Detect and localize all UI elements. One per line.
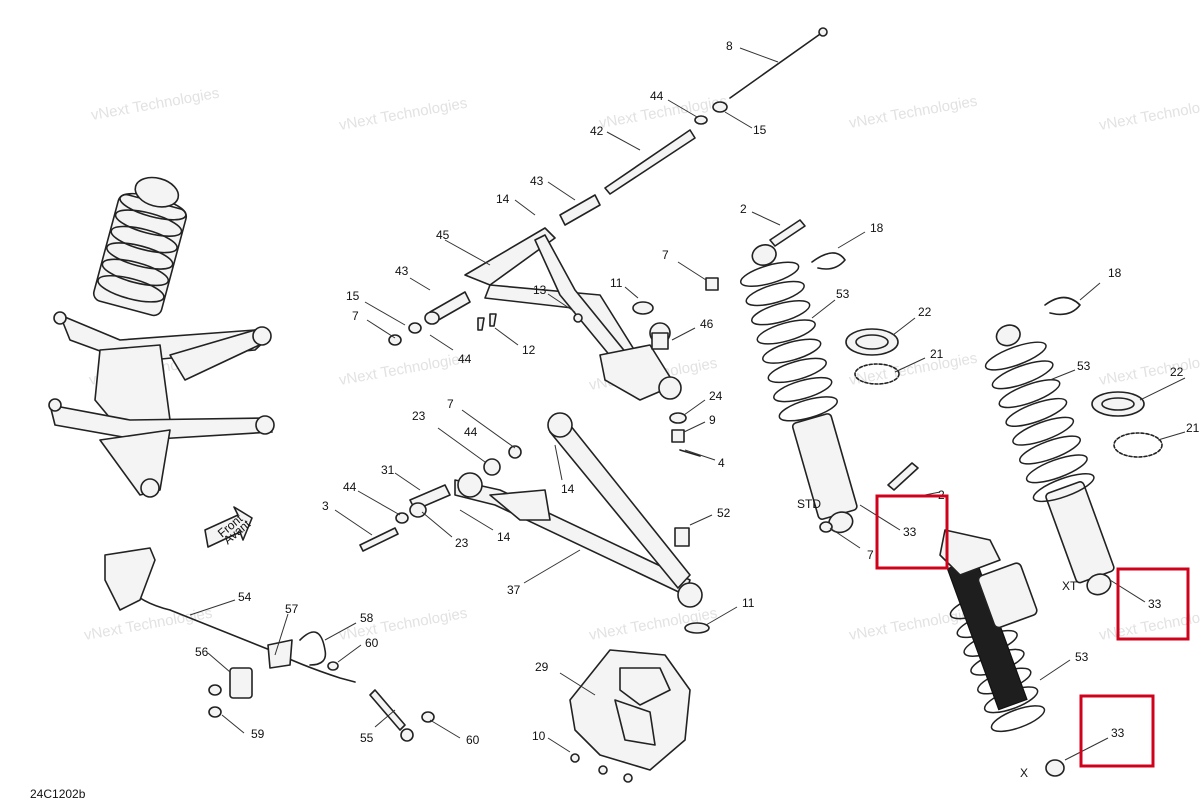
watermark: vNext Technologies [1098,350,1200,389]
callout-56: 56 [195,645,209,659]
callout-44: 44 [458,352,472,366]
callout-10: 10 [532,729,546,743]
watermark: vNext Technologies [848,605,979,644]
watermark: vNext Technologies [338,95,469,134]
callout-23: 23 [412,409,426,423]
watermark: vNext Technologies [338,605,469,644]
xt-shock [984,296,1163,596]
callout-43: 43 [395,264,409,278]
callout-58: 58 [360,611,374,625]
callout-33: 33 [1111,726,1125,740]
highlight-33-std[interactable]: 33 [875,494,949,570]
callout-55: 55 [360,731,374,745]
callout-52: 52 [717,506,731,520]
callout-33: 33 [903,525,917,539]
callout-3: 3 [322,499,329,513]
std-shock [739,219,919,534]
callout-22: 22 [1170,365,1184,379]
callout-53: 53 [836,287,850,301]
callout-44: 44 [650,89,664,103]
upper-hardware [388,27,828,457]
callout-9: 9 [709,413,716,427]
x-shock [939,529,1065,777]
callout-57: 57 [285,602,299,616]
variant-label-x: X [1020,766,1028,780]
callout-31: 31 [381,463,395,477]
watermark: vNext Technologies [90,85,221,124]
callouts: 8 44 15 42 43 14 2 18 45 7 53 43 15 11 1… [195,39,1200,780]
callout-24: 24 [709,389,723,403]
callout-4: 4 [718,456,725,470]
leader-lines [189,47,1186,761]
callout-53: 53 [1075,650,1089,664]
callout-12: 12 [522,343,536,357]
callout-11: 11 [742,596,755,610]
callout-44: 44 [464,425,478,439]
callout-14: 14 [496,192,510,206]
watermark: vNext Technologies [83,605,214,644]
callout-46: 46 [700,317,714,331]
highlight-box [1116,567,1190,641]
callout-37: 37 [507,583,521,597]
variant-label-std: STD [797,497,821,511]
callout-53: 53 [1077,359,1091,373]
callout-18: 18 [870,221,884,235]
callout-54: 54 [238,590,252,604]
callout-7: 7 [447,397,454,411]
callout-60: 60 [365,636,379,650]
callout-2: 2 [740,202,747,216]
sway-bar [104,547,435,742]
callout-13: 13 [533,283,547,297]
skid-plate [569,649,691,783]
callout-21: 21 [930,347,944,361]
variant-label-xt: XT [1062,579,1078,593]
callout-11: 11 [610,276,623,290]
highlight-33-xt[interactable]: 33 [1116,567,1190,641]
callout-7: 7 [352,309,359,323]
callout-7: 7 [867,548,874,562]
callout-18: 18 [1108,266,1122,280]
callout-59: 59 [251,727,265,741]
highlight-box [1079,694,1155,768]
diagram-code: 24C1202b [30,787,86,801]
front-direction-arrow: Front Avant [204,506,254,548]
callout-21: 21 [1186,421,1200,435]
callout-15: 15 [346,289,360,303]
callout-23: 23 [455,536,469,550]
callout-45: 45 [436,228,450,242]
callout-43: 43 [530,174,544,188]
callout-44: 44 [343,480,357,494]
callout-33: 33 [1148,597,1162,611]
callout-14: 14 [561,482,575,496]
upper-a-arm [464,227,682,401]
callout-15: 15 [753,123,767,137]
watermark: vNext Technologies [338,350,469,389]
watermark: vNext Technologies [1098,95,1200,134]
callout-14: 14 [497,530,511,544]
lower-a-arm [359,412,710,634]
callout-60: 60 [466,733,480,747]
highlight-box [875,494,949,570]
callout-22: 22 [918,305,932,319]
callout-42: 42 [590,124,604,138]
callout-29: 29 [535,660,549,674]
highlight-33-x[interactable]: 33 [1079,694,1155,768]
watermark: vNext Technologies [848,93,979,132]
highlighted-callouts: 33 33 33 [875,494,1190,768]
callout-7: 7 [662,248,669,262]
front-suspension-assembly [48,176,275,498]
callout-8: 8 [726,39,733,53]
